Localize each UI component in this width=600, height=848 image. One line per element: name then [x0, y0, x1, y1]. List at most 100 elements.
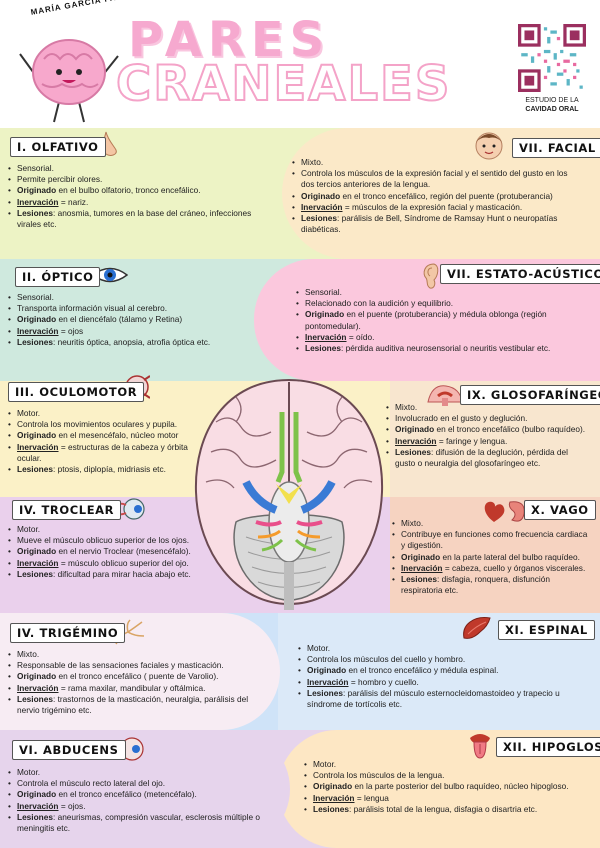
qr-label: ESTUDIO DE LA CAVIDAD ORAL	[500, 96, 600, 114]
brain-base-illustration	[194, 378, 384, 610]
list-item: Lesiones: ptosis, diplopía, midriasis et…	[8, 464, 204, 475]
list-item: Inervación = músculos de la expresión fa…	[292, 202, 582, 213]
list-item: Originado en el tronco encefálico, regió…	[292, 191, 582, 202]
tongue-icon	[470, 734, 490, 759]
list-item: Lesiones: anosmia, tumores en la base de…	[8, 208, 274, 230]
nerve-details: Motor. Controla los movimientos oculares…	[8, 408, 204, 475]
list-item: Mixto.	[8, 649, 270, 660]
page-title-line2: CRANEALES	[115, 55, 452, 113]
list-item: Responsable de las sensaciones faciales …	[8, 660, 270, 671]
nerve-title: VI. ABDUCENS	[12, 740, 126, 760]
list-item: Controla los músculos del cuello y hombr…	[298, 654, 590, 665]
header: MARÍA GARCÍA FARFÁN PARES CRANEALES ESTU…	[0, 0, 600, 128]
list-item: Originado en el tronco encefálico ( puen…	[8, 671, 270, 682]
nerve-details: Mixto. Involucrado en el gusto y degluci…	[386, 402, 590, 469]
nerve-details: Sensorial. Transporta información visual…	[8, 292, 266, 348]
face-icon	[475, 132, 503, 160]
list-item: Permite percibir olores.	[8, 174, 274, 185]
list-item: Inervación = hombro y cuello.	[298, 677, 590, 688]
list-item: Transporta información visual al cerebro…	[8, 303, 266, 314]
list-item: Originado en el bulbo olfatorio, tronco …	[8, 185, 274, 196]
list-item: Inervación = faringe y lengua.	[386, 436, 590, 447]
nerve-details: Mixto. Controla los músculos de la expre…	[292, 157, 582, 235]
nerve-title: VII. ESTATO-ACÚSTICO	[440, 264, 600, 284]
heart-stomach-icon	[484, 501, 525, 522]
nerve-title: X. VAGO	[524, 500, 596, 520]
list-item: Sensorial.	[296, 287, 586, 298]
list-item: Controla los movimientos oculares y pupi…	[8, 419, 204, 430]
list-item: Lesiones: parálisis del músculo esternoc…	[298, 688, 590, 710]
nerve-details: Motor. Mueve el músculo oblicuo superior…	[8, 524, 200, 580]
list-item: Originado en el tronco encefálico y médu…	[298, 665, 590, 676]
list-item: Originado en la parte posterior del bulb…	[304, 781, 580, 792]
nerve-details: Sensorial. Relacionado con la audición y…	[296, 287, 586, 354]
nerve-details: Mixto. Contribuye en funciones como frec…	[392, 518, 592, 596]
list-item: Originado en el nervio Troclear (mesencé…	[8, 546, 200, 557]
nerve-title: IV. TRIGÉMINO	[10, 623, 126, 643]
list-item: Originado en la parte lateral del bulbo …	[392, 552, 592, 563]
list-item: Controla los músculos de la expresión fa…	[292, 168, 582, 190]
list-item: Motor.	[304, 759, 580, 770]
list-item: Mixto.	[392, 518, 592, 529]
nerve-title: XI. ESPINAL	[498, 620, 595, 640]
list-item: Mixto.	[292, 157, 582, 168]
list-item: Inervación = nariz.	[8, 197, 274, 208]
list-item: Originado en el puente (protuberancia) y…	[296, 309, 586, 331]
list-item: Lesiones: difusión de la deglución, pérd…	[386, 447, 590, 469]
page-title-line1: PARES	[128, 12, 331, 68]
list-item: Inervación = cabeza, cuello y órganos vi…	[392, 563, 592, 574]
list-item: Contribuye en funciones como frecuencia …	[392, 529, 592, 551]
nerve-title: XII. HIPOGLOSO	[496, 737, 600, 757]
brain-mascot-icon	[19, 39, 119, 123]
list-item: Sensorial.	[8, 163, 274, 174]
nerve-details: Motor. Controla el músculo recto lateral…	[8, 767, 280, 834]
list-item: Sensorial.	[8, 292, 266, 303]
list-item: Originado en el diencéfalo (tálamo y Ret…	[8, 314, 266, 325]
list-item: Lesiones: disfagia, ronquera, disfunción…	[392, 574, 592, 596]
nerve-details: Sensorial. Permite percibir olores. Orig…	[8, 163, 274, 230]
list-item: Mueve el músculo oblicuo superior de los…	[8, 535, 200, 546]
list-item: Mixto.	[386, 402, 590, 413]
nerve-details: Mixto. Responsable de las sensaciones fa…	[8, 649, 270, 716]
eye-icon	[92, 267, 128, 283]
list-item: Inervación = rama maxilar, mandibular y …	[8, 683, 270, 694]
qr-label-line2: CAVIDAD ORAL	[525, 106, 579, 113]
nerve-title: I. OLFATIVO	[10, 137, 106, 157]
list-item: Lesiones: parálisis de Bell, Síndrome de…	[292, 213, 582, 235]
list-item: Originado en el mesencéfalo, núcleo moto…	[8, 430, 204, 441]
list-item: Motor.	[8, 767, 280, 778]
nerve-details: Motor. Controla los músculos de la lengu…	[304, 759, 580, 815]
list-item: Relacionado con la audición y equilibrio…	[296, 298, 586, 309]
list-item: Inervación = ojos	[8, 326, 266, 337]
list-item: Originado en el tronco encefálico (meten…	[8, 789, 280, 800]
list-item: Motor.	[298, 643, 590, 654]
nerve-title: III. OCULOMOTOR	[8, 382, 145, 402]
list-item: Inervación = lengua	[304, 793, 580, 804]
list-item: Inervación = estructuras de la cabeza y …	[8, 442, 204, 464]
nerve-branch-icon	[115, 619, 145, 645]
list-item: Inervación = oído.	[296, 332, 586, 343]
list-item: Originado en el tronco encefálico (bulbo…	[386, 424, 590, 435]
qr-code-icon[interactable]	[518, 24, 586, 92]
list-item: Inervación = músculo oblicuo superior de…	[8, 558, 200, 569]
list-item: Lesiones: pérdida auditiva neurosensoria…	[296, 343, 586, 354]
qr-label-line1: ESTUDIO DE LA	[525, 97, 579, 104]
list-item: Lesiones: parálisis total de la lengua, …	[304, 804, 580, 815]
ear-icon	[423, 263, 439, 289]
list-item: Motor.	[8, 524, 200, 535]
list-item: Involucrado en el gusto y deglución.	[386, 413, 590, 424]
nerve-details: Motor. Controla los músculos del cuello …	[298, 643, 590, 710]
nerve-title: VII. FACIAL	[512, 138, 600, 158]
list-item: Lesiones: dificultad para mirar hacia ab…	[8, 569, 200, 580]
list-item: Controla los músculos de la lengua.	[304, 770, 580, 781]
list-item: Motor.	[8, 408, 204, 419]
muscle-icon	[463, 617, 491, 639]
list-item: Lesiones: aneurismas, compresión vascula…	[8, 812, 280, 834]
list-item: Inervación = ojos.	[8, 801, 280, 812]
list-item: Lesiones: neuritis óptica, anopsia, atro…	[8, 337, 266, 348]
list-item: Controla el músculo recto lateral del oj…	[8, 778, 280, 789]
list-item: Lesiones: trastornos de la masticación, …	[8, 694, 270, 716]
nerve-title: II. ÓPTICO	[15, 267, 101, 287]
nerve-title: IX. GLOSOFARÍNGEO	[460, 385, 600, 405]
nerve-title: IV. TROCLEAR	[12, 500, 122, 520]
